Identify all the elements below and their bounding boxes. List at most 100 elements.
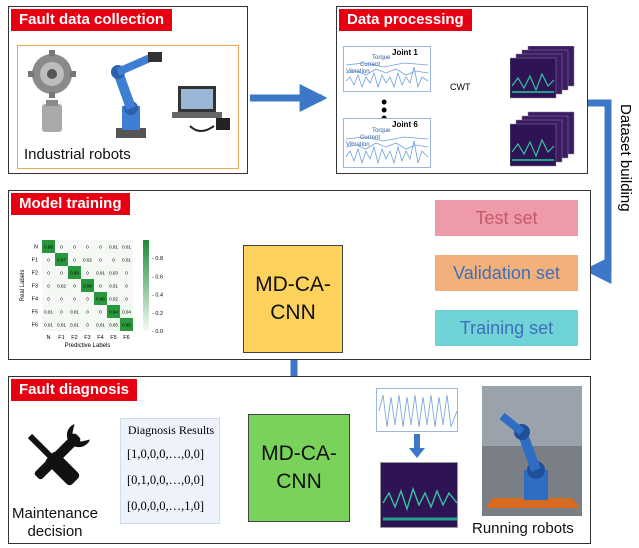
- cm-cell: [42, 253, 55, 266]
- diagnosis-results-title: Diagnosis Results: [127, 423, 215, 437]
- cm-cell-value: 0.01: [96, 271, 105, 276]
- test-set-box: Test set: [435, 200, 578, 236]
- cm-row-label: F1: [32, 258, 38, 264]
- cm-cell: [94, 240, 107, 253]
- cm-row-label: F2: [32, 271, 38, 277]
- cm-cell-value: 0: [60, 310, 63, 315]
- arrow-dataset-building: [583, 99, 612, 284]
- cm-cell-value: 0.01: [109, 245, 118, 250]
- spectrogram-stacks: [510, 46, 575, 167]
- maintenance-tools-icon: [27, 423, 90, 486]
- cm-cell: [68, 292, 81, 305]
- cm-cell: [55, 292, 68, 305]
- joint-1-label: Joint 1: [392, 48, 418, 57]
- fault-diagnosis-title: Fault diagnosis: [11, 379, 138, 401]
- cm-cell-value: 0: [73, 258, 76, 263]
- cm-cell: [68, 253, 81, 266]
- cm-cell: [42, 305, 55, 318]
- industrial-robots-label: Industrial robots: [24, 146, 131, 163]
- running-signal-plot: [376, 388, 458, 432]
- cm-cell: [42, 240, 55, 253]
- cm-cell: [120, 292, 133, 305]
- cm-cell-value: 0: [86, 323, 89, 328]
- cm-cell-value: 0: [60, 245, 63, 250]
- cm-cell: [81, 318, 94, 331]
- cm-cell-value: 0.01: [96, 323, 105, 328]
- reducer-icon: [42, 100, 62, 132]
- cm-cell-value: 0.04: [122, 310, 131, 315]
- robot-photo-frame: Industrial robots: [17, 45, 239, 169]
- robot-arm-icon: [111, 52, 162, 138]
- joint-6-waveform: [345, 136, 429, 165]
- cm-cell: [81, 266, 94, 279]
- cm-cell: [55, 318, 68, 331]
- cm-cell-value: 0: [47, 284, 50, 289]
- cm-cell-value: 0.02: [83, 258, 92, 263]
- cm-cell: [42, 318, 55, 331]
- cm-cell-value: 0.96: [96, 297, 105, 302]
- cm-colorbar: [143, 240, 149, 331]
- cm-col-label: F6: [123, 335, 129, 341]
- cm-cell-value: 0: [86, 297, 89, 302]
- cm-cell-value: 0: [99, 258, 102, 263]
- cm-col-label: F1: [58, 335, 64, 341]
- cm-cell: [120, 318, 133, 331]
- cm-cell-value: 0: [125, 284, 128, 289]
- joint-1-signal-plot: Joint 1 Torque Current Vibration: [343, 46, 431, 92]
- spectrogram-stack-bottom: [510, 111, 575, 167]
- cm-cell: [94, 253, 107, 266]
- gear-icon: [28, 50, 76, 98]
- cm-cell-value: 0.01: [122, 258, 131, 263]
- cm-colorbar-tick: - 0.6: [152, 274, 163, 280]
- cm-cell: [81, 279, 94, 292]
- cm-cell: [55, 305, 68, 318]
- cm-cell: [68, 318, 81, 331]
- cm-cell: [94, 318, 107, 331]
- cm-row-label: F5: [32, 310, 38, 316]
- cwt-label: CWT: [450, 82, 471, 92]
- cm-cell: [55, 253, 68, 266]
- running-spectrogram-pattern: [382, 486, 458, 521]
- running-robot-illustration: [482, 386, 582, 508]
- cm-cell-value: 0: [125, 297, 128, 302]
- cm-row-label: F3: [32, 284, 38, 290]
- cm-cell: [94, 279, 107, 292]
- cm-cell: [120, 279, 133, 292]
- cm-cell: [68, 266, 81, 279]
- cm-cell: [107, 279, 120, 292]
- training-md-ca-cnn-block: MD-CA- CNN: [243, 245, 343, 353]
- cm-cell: [94, 292, 107, 305]
- cm-cell-value: 0: [73, 245, 76, 250]
- cm-cell: [107, 253, 120, 266]
- cm-cell-value: 0: [47, 271, 50, 276]
- cm-cell-value: 0: [112, 258, 115, 263]
- cm-colorbar-tick: - 0.0: [152, 329, 163, 335]
- cm-cell: [94, 305, 107, 318]
- cm-cell: [42, 279, 55, 292]
- cm-cell-value: 0.94: [109, 310, 118, 315]
- cm-cell-value: 0.03: [109, 271, 118, 276]
- cm-cell-value: 0.01: [70, 310, 79, 315]
- cm-cell: [81, 253, 94, 266]
- diagnosis-result-3: [0,0,0,0,…,1,0]: [127, 499, 205, 513]
- cm-cell-value: 0.98: [70, 271, 79, 276]
- cm-cell-value: 0.01: [44, 310, 53, 315]
- laptop-icon: [172, 86, 230, 132]
- cm-cell-value: 0.01: [109, 284, 118, 289]
- cm-cell-value: 0: [86, 310, 89, 315]
- cm-cell-value: 0.02: [57, 284, 66, 289]
- cm-cell: [107, 266, 120, 279]
- signal-label-torque-6: Torque: [372, 128, 391, 134]
- cm-cell: [42, 266, 55, 279]
- cm-cell-value: 0.98: [44, 245, 53, 250]
- industrial-robots-illustration: [28, 50, 230, 138]
- cm-cell-value: 0.95: [122, 323, 131, 328]
- cm-col-label: F3: [84, 335, 90, 341]
- cm-cell-value: 0.97: [57, 258, 66, 263]
- cm-col-label: N: [47, 335, 51, 341]
- cm-row-label: F4: [32, 297, 38, 303]
- cm-cell: [120, 266, 133, 279]
- cm-cell: [42, 292, 55, 305]
- fault-data-collection-panel: Fault data collection: [8, 6, 248, 174]
